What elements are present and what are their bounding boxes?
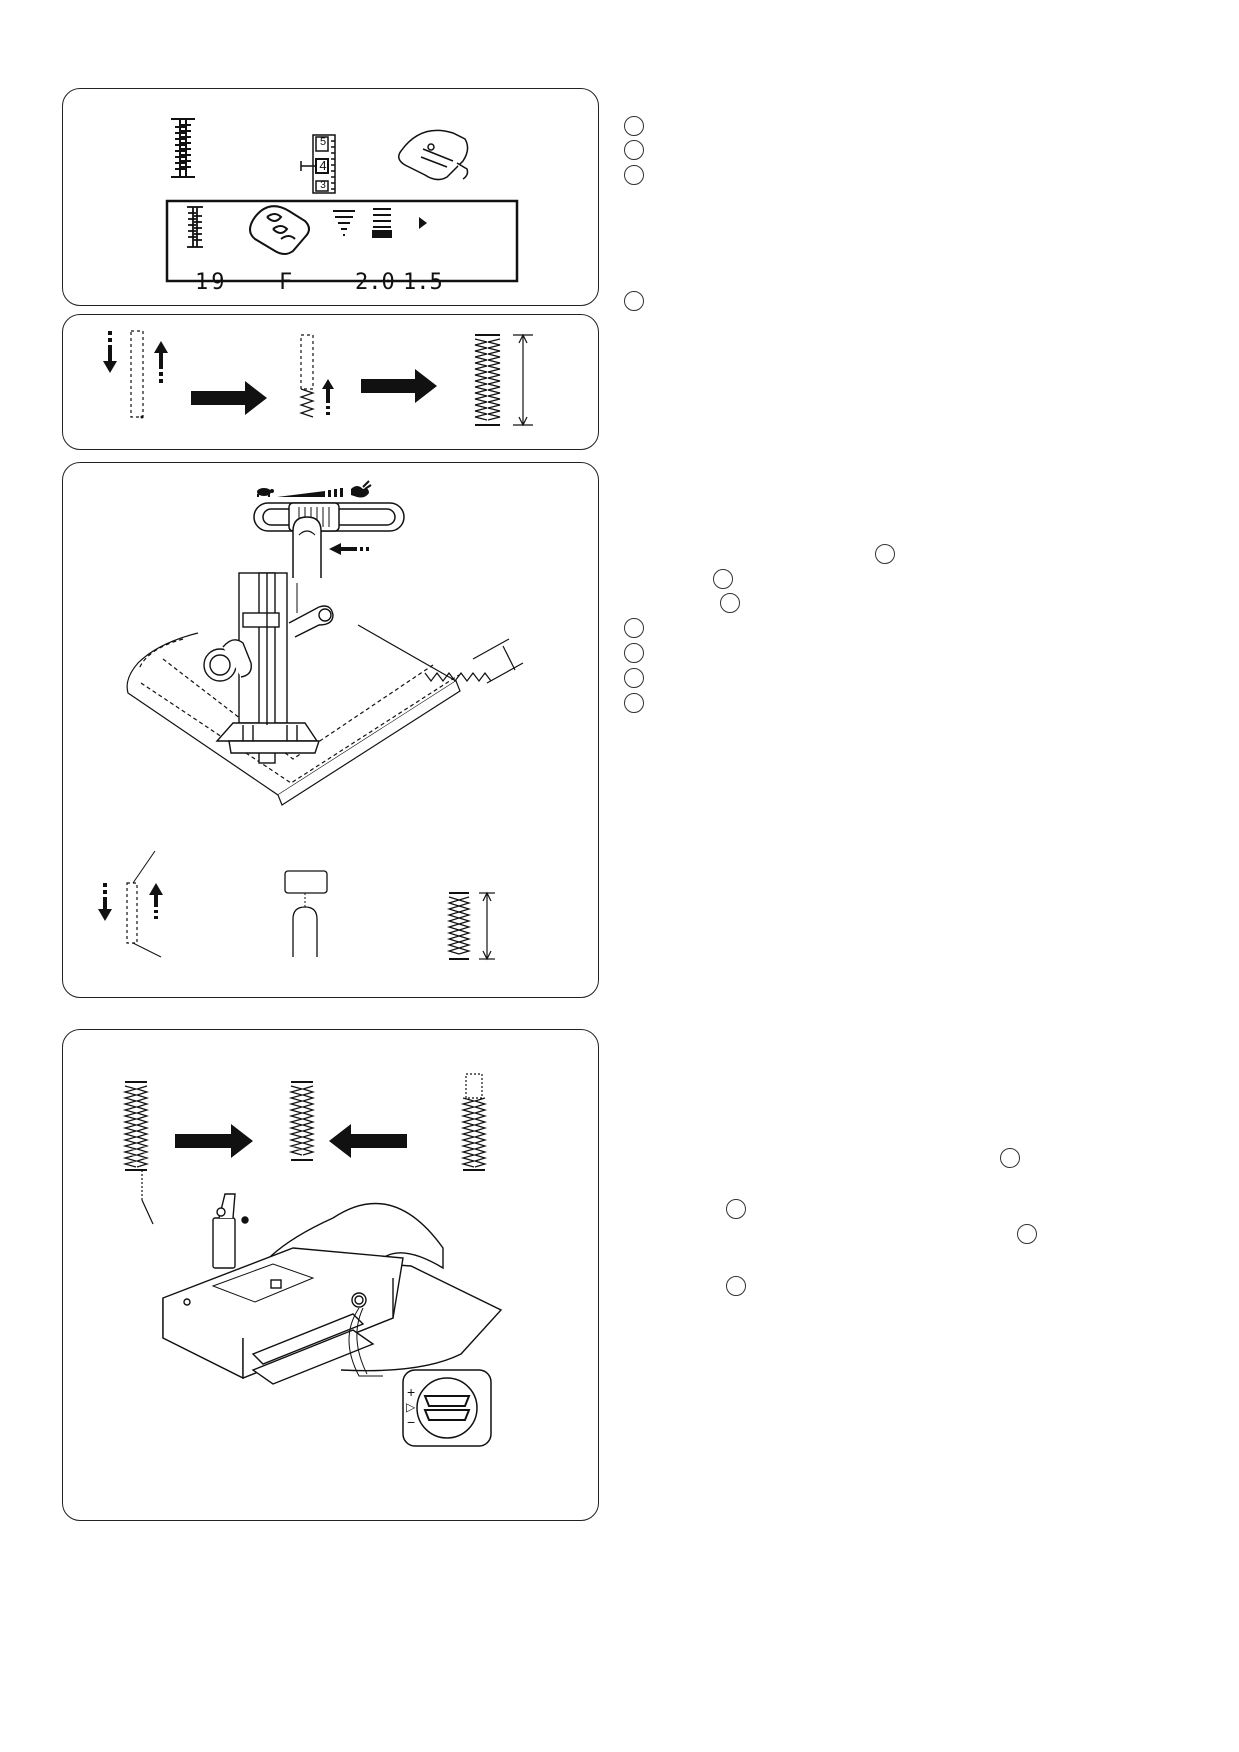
buttonhole-pattern-icon [171,118,195,178]
marker-circle [624,643,644,663]
lcd-foot-letter: F [279,270,293,295]
zigzag-partial [299,388,315,418]
panel-stitch-setup-art [165,118,519,283]
fabric-illustration [126,624,461,806]
right-arrow-icon-4 [175,1124,253,1158]
right-arrow-icon [191,381,267,415]
lcd-width-icon [333,210,355,236]
left-arrow-icon [329,543,369,555]
dial-number-middle: 4 [319,158,327,173]
marker-circle [624,693,644,713]
balance-dial[interactable] [402,1369,492,1447]
tension-dial-icon [300,134,336,194]
presser-foot-machine [203,572,334,764]
lcd-length-icon [372,208,392,238]
marker-circle [624,618,644,638]
finished-buttonhole [474,333,533,427]
buttonhole-outline-3 [126,882,138,944]
lcd-stitch-length: 1.5 [403,270,443,295]
dial-number-top: 5 [319,136,327,148]
marker-circle [713,569,733,589]
marker-circle [720,593,740,613]
machine-free-arm [162,1193,503,1385]
marker-circle [726,1276,746,1296]
panel-sewing-operation [62,462,599,998]
panel-balance-adjustment: + ▷ − [62,1029,599,1521]
finger-icon [292,516,322,578]
marker-circle [624,140,644,160]
reverse-button-icon [284,870,328,894]
buttonhole-outline [130,330,144,418]
panel-sewing-sequence [62,314,599,450]
finished-buttonhole-3 [446,891,495,961]
rabbit-icon [351,480,372,498]
buttonhole-uneven-right [460,1073,488,1171]
lcd-display [165,199,519,283]
marker-circle [624,668,644,688]
panel-balance-adjustment-art [122,1073,503,1447]
presser-foot-icon [398,129,469,181]
lcd-pattern-number: 19 [195,270,228,295]
dial-number-bottom: 3 [320,180,326,191]
marker-circle [1017,1224,1037,1244]
dial-plus-symbol: + [407,1384,416,1400]
marker-circle [726,1199,746,1219]
up-arrow-icon-2 [322,379,334,415]
up-arrow-icon [154,341,168,383]
dial-arrow-symbol: ▷ [406,1400,416,1414]
marker-circle [624,291,644,311]
lcd-stitch-width: 2.0 [355,270,395,295]
buttonhole-partial-outline [300,334,314,390]
speed-slider[interactable] [253,502,405,532]
lcd-foot-icon [249,205,310,255]
right-arrow-icon-2 [361,369,437,403]
turtle-icon [257,488,274,497]
marker-circle [875,544,895,564]
stitch-measure [424,638,524,684]
marker-circle [1000,1148,1020,1168]
marker-circle [624,165,644,185]
panel-stitch-setup: 5 4 3 19 F 2.0 1.5 [62,88,599,306]
lcd-next-arrow-icon [419,217,427,229]
down-arrow-icon [103,331,117,373]
down-arrow-icon-3 [98,883,112,921]
marker-circle [624,116,644,136]
left-arrow-icon-4 [329,1124,407,1158]
panel-sewing-sequence-art [103,330,533,427]
lcd-buttonhole-icon [187,206,203,248]
buttonhole-balanced [288,1081,316,1161]
panel-sewing-operation-art [98,480,524,961]
dial-minus-symbol: − [407,1414,416,1430]
buttonhole-uneven-left [122,1081,154,1225]
speed-bar [277,488,343,497]
finger-press-icon [292,906,318,957]
up-arrow-icon-3 [149,883,163,919]
